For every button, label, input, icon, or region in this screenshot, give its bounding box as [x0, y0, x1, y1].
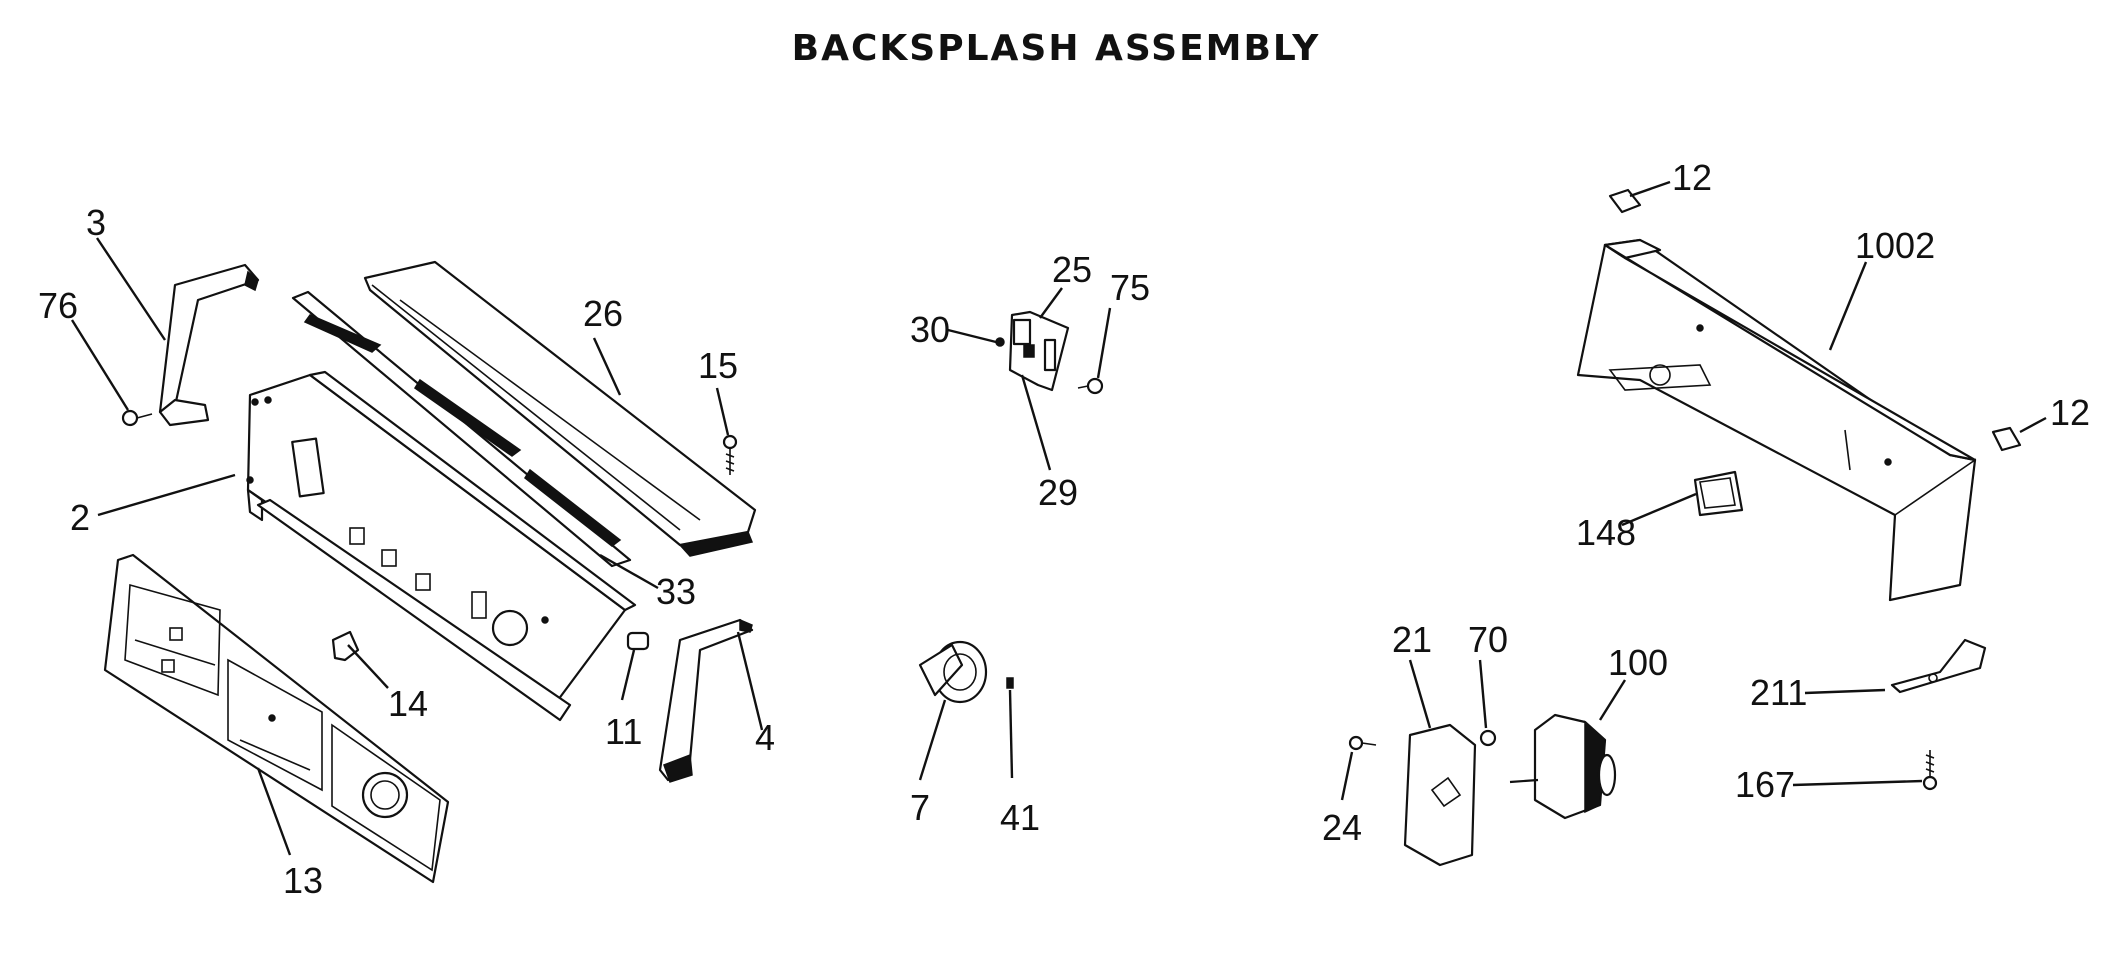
part-11-knob: [626, 631, 650, 651]
label-70: 70: [1468, 619, 1508, 660]
part-100-timer: [1509, 713, 1617, 820]
label-3: 3: [86, 202, 106, 243]
part-75-screw: [1077, 377, 1104, 395]
label-13: 13: [283, 860, 323, 901]
diagram-title: BACKSPLASH ASSEMBLY: [792, 28, 1321, 69]
label-148: 148: [1576, 512, 1636, 553]
part-12-clip-top: [1608, 188, 1642, 214]
label-12-right: 12: [2050, 392, 2090, 433]
part-7-knob: [918, 640, 988, 704]
label-25: 25: [1052, 249, 1092, 290]
label-4: 4: [755, 717, 775, 758]
label-30: 30: [910, 309, 950, 350]
part-2-console-panel: [246, 370, 637, 722]
label-12-top: 12: [1672, 157, 1712, 198]
part-3-left-end-cap: [158, 263, 260, 427]
part-33-strip: [291, 290, 632, 568]
part-26-top-cap: [363, 260, 757, 557]
label-211: 211: [1750, 672, 1807, 713]
part-labels: 3 76 2 26 15 33 14 11 4 13 30 25 75 29 7…: [38, 157, 2090, 901]
part-13-front-panel: [103, 553, 450, 884]
label-167: 167: [1735, 764, 1795, 805]
label-7: 7: [910, 787, 930, 828]
label-100: 100: [1608, 642, 1668, 683]
part-76-screw: [121, 409, 153, 427]
part-12-clip-right: [1991, 426, 2022, 452]
label-29: 29: [1038, 472, 1078, 513]
label-33: 33: [656, 571, 696, 612]
part-15-screw: [722, 434, 738, 475]
part-211-bracket: [1890, 638, 1987, 694]
part-4-right-end-cap: [658, 618, 754, 783]
label-41: 41: [1000, 797, 1040, 838]
part-167-screw: [1922, 750, 1938, 791]
label-15: 15: [698, 345, 738, 386]
label-75: 75: [1110, 267, 1150, 308]
part-30-pin: [995, 337, 1005, 347]
part-21-mounting-plate: [1403, 723, 1477, 867]
part-25-switch: [1008, 310, 1070, 392]
label-24: 24: [1322, 807, 1362, 848]
label-21: 21: [1392, 619, 1432, 660]
label-1002: 1002: [1855, 225, 1935, 266]
part-148-bracket: [1693, 470, 1744, 517]
label-76: 76: [38, 285, 78, 326]
part-1002-housing: [1576, 238, 1977, 602]
leader-lines: [70, 180, 2047, 856]
part-41-spring: [1006, 677, 1014, 689]
label-14: 14: [388, 683, 428, 724]
label-2: 2: [70, 497, 90, 538]
label-26: 26: [583, 293, 623, 334]
label-11: 11: [605, 711, 642, 752]
part-14-clip: [331, 630, 360, 662]
part-24-screw: [1348, 735, 1377, 751]
part-70-screw: [1479, 729, 1497, 747]
